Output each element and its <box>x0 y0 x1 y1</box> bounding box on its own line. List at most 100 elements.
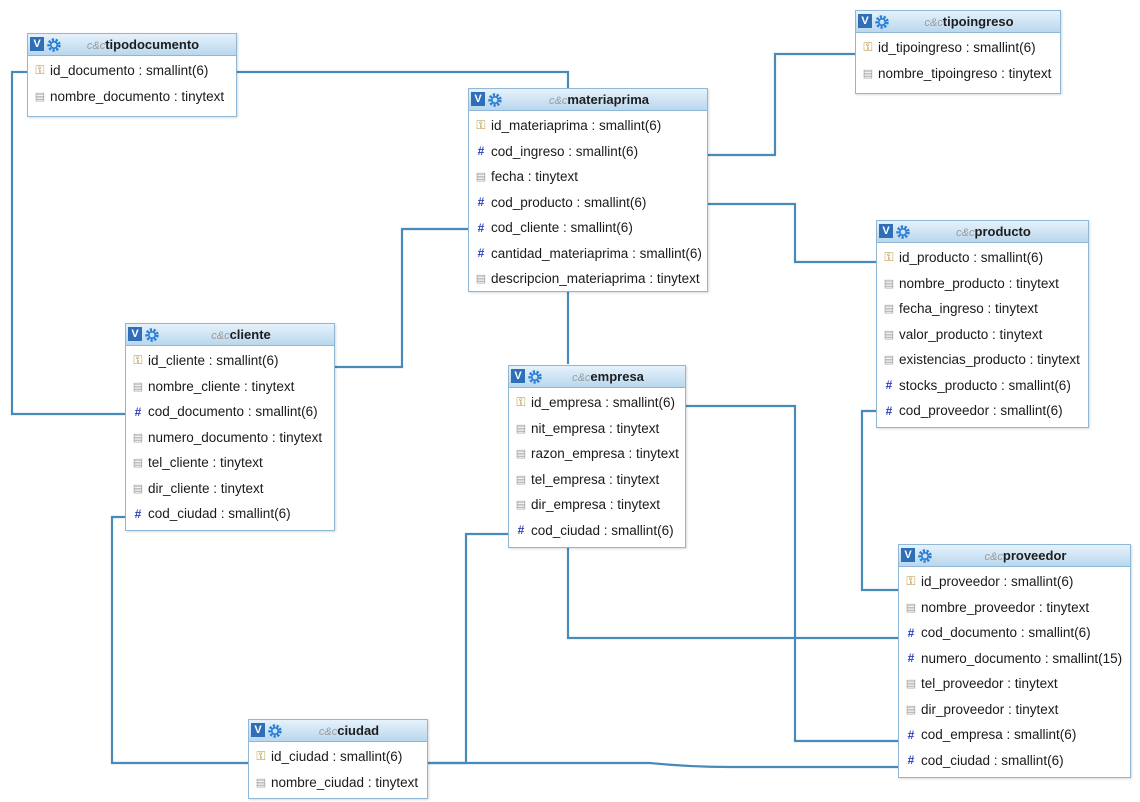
column-label: nombre_cliente : tinytext <box>148 378 295 394</box>
column-row[interactable]: ⚿id_producto : smallint(6) <box>877 245 1088 271</box>
view-icon[interactable]: V <box>858 14 872 28</box>
hash-icon: # <box>477 246 485 261</box>
hash-icon: # <box>907 753 915 768</box>
column-row[interactable]: ⚿id_proveedor : smallint(6) <box>899 569 1130 595</box>
column-row[interactable]: ▤existencias_producto : tinytext <box>877 347 1088 373</box>
column-row[interactable]: ▤descripcion_materiaprima : tinytext <box>469 266 707 292</box>
column-row[interactable]: ⚿id_ciudad : smallint(6) <box>249 744 427 770</box>
gear-icon[interactable] <box>487 92 503 108</box>
text-icon: ▤ <box>255 776 267 789</box>
column-row[interactable]: #cod_documento : smallint(6) <box>899 620 1130 646</box>
column-label: valor_producto : tinytext <box>899 326 1043 342</box>
column-row[interactable]: ▤valor_producto : tinytext <box>877 322 1088 348</box>
column-row[interactable]: ▤nombre_documento : tinytext <box>28 84 236 110</box>
column-row[interactable]: ⚿id_cliente : smallint(6) <box>126 348 334 374</box>
column-list: ⚿id_ciudad : smallint(6)▤nombre_ciudad :… <box>249 742 427 796</box>
view-icon[interactable]: V <box>511 369 525 383</box>
relation-line <box>860 409 900 592</box>
column-label: id_tipoingreso : smallint(6) <box>878 40 1036 56</box>
column-row[interactable]: ▤dir_empresa : tinytext <box>509 492 685 518</box>
column-row[interactable]: ⚿id_materiaprima : smallint(6) <box>469 113 707 139</box>
column-row[interactable]: ▤tel_proveedor : tinytext <box>899 671 1130 697</box>
gear-icon[interactable] <box>895 224 911 240</box>
relation-line <box>236 70 570 88</box>
column-row[interactable]: ▤tel_cliente : tinytext <box>126 450 334 476</box>
column-row[interactable]: ▤nit_empresa : tinytext <box>509 416 685 442</box>
view-icon[interactable]: V <box>901 548 915 562</box>
view-icon[interactable]: V <box>30 37 44 51</box>
gear-icon[interactable] <box>874 14 890 30</box>
text-icon: ▤ <box>905 678 917 691</box>
column-row[interactable]: #cod_producto : smallint(6) <box>469 190 707 216</box>
table-title: c&cproducto <box>934 224 1031 239</box>
column-row[interactable]: ▤numero_documento : tinytext <box>126 425 334 451</box>
column-row[interactable]: ▤razon_empresa : tinytext <box>509 441 685 467</box>
column-label: cod_cliente : smallint(6) <box>491 220 633 236</box>
key-icon: ⚿ <box>476 118 486 133</box>
column-row[interactable]: ▤dir_cliente : tinytext <box>126 476 334 502</box>
view-icon[interactable]: V <box>879 224 893 238</box>
relation-line <box>685 404 900 743</box>
table-title: c&cproveedor <box>963 548 1067 563</box>
column-row[interactable]: ⚿id_tipoingreso : smallint(6) <box>856 35 1060 61</box>
view-icon[interactable]: V <box>128 327 142 341</box>
text-icon: ▤ <box>883 303 895 316</box>
column-row[interactable]: ⚿id_empresa : smallint(6) <box>509 390 685 416</box>
gear-icon[interactable] <box>144 327 160 343</box>
column-row[interactable]: ▤fecha_ingreso : tinytext <box>877 296 1088 322</box>
table-title: c&ctipoingreso <box>902 14 1013 29</box>
column-row[interactable]: ⚿id_documento : smallint(6) <box>28 58 236 84</box>
text-icon: ▤ <box>862 67 874 80</box>
column-row[interactable]: ▤tel_empresa : tinytext <box>509 467 685 493</box>
column-row[interactable]: #cod_documento : smallint(6) <box>126 399 334 425</box>
column-label: nombre_tipoingreso : tinytext <box>878 65 1052 81</box>
column-row[interactable]: #cod_ciudad : smallint(6) <box>509 518 685 544</box>
gear-icon[interactable] <box>527 369 543 385</box>
column-label: id_cliente : smallint(6) <box>148 353 279 369</box>
column-row[interactable]: #stocks_producto : smallint(6) <box>877 373 1088 399</box>
column-row[interactable]: #cod_ciudad : smallint(6) <box>126 501 334 527</box>
column-row[interactable]: #cod_cliente : smallint(6) <box>469 215 707 241</box>
column-row[interactable]: #cod_proveedor : smallint(6) <box>877 398 1088 424</box>
column-row[interactable]: ▤nombre_producto : tinytext <box>877 271 1088 297</box>
column-row[interactable]: ▤nombre_cliente : tinytext <box>126 374 334 400</box>
gear-icon[interactable] <box>267 723 283 739</box>
gear-icon[interactable] <box>46 37 62 53</box>
view-icon[interactable]: V <box>251 723 265 737</box>
column-row[interactable]: #cantidad_materiaprima : smallint(6) <box>469 241 707 267</box>
column-row[interactable]: #cod_ingreso : smallint(6) <box>469 139 707 165</box>
header-icons: V <box>511 369 543 385</box>
column-row[interactable]: #cod_empresa : smallint(6) <box>899 722 1130 748</box>
view-icon[interactable]: V <box>471 92 485 106</box>
column-row[interactable]: #numero_documento : smallint(15) <box>899 646 1130 672</box>
column-label: cod_ingreso : smallint(6) <box>491 143 639 159</box>
column-row[interactable]: #cod_ciudad : smallint(6) <box>899 748 1130 774</box>
gear-icon[interactable] <box>917 548 933 564</box>
relation-line <box>426 532 508 765</box>
column-row[interactable]: ▤fecha : tinytext <box>469 164 707 190</box>
column-row[interactable]: ▤nombre_proveedor : tinytext <box>899 595 1130 621</box>
column-row[interactable]: ▤nombre_ciudad : tinytext <box>249 770 427 796</box>
column-row[interactable]: ▤ nombre_tipoingreso : tinytext <box>856 61 1060 87</box>
key-icon: ⚿ <box>906 574 916 589</box>
text-icon: ▤ <box>515 422 527 435</box>
text-icon: ▤ <box>905 601 917 614</box>
column-row[interactable]: ▤dir_proveedor : tinytext <box>899 697 1130 723</box>
column-label: id_ciudad : smallint(6) <box>271 749 403 765</box>
